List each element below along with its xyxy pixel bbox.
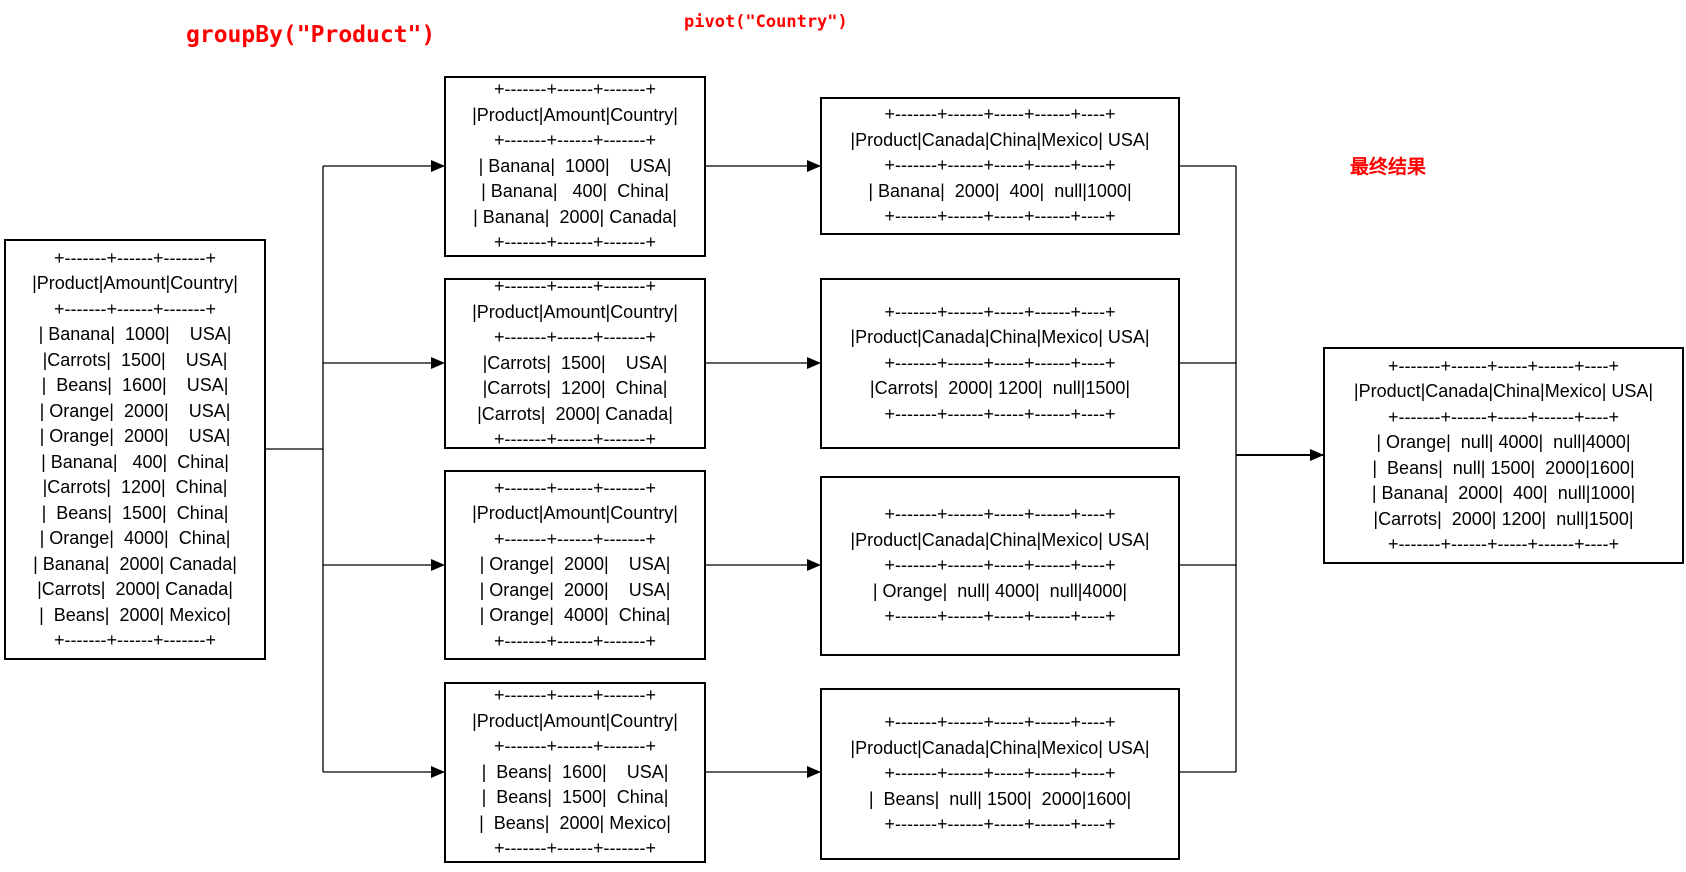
group-table-beans: +-------+------+-------+ |Product|Amount|… [444,682,706,863]
pivot-label: pivot("Country") [684,12,848,32]
table-line: | Banana| 2000| 400| null|1000| [868,180,1132,201]
table-line: +-------+------+-------+ [494,232,656,253]
table-line: +-------+------+-----+------+----+ [884,155,1116,176]
table-line: +-------+------+-------+ [494,276,656,297]
table-line: +-------+------+-------+ [494,685,656,706]
table-line: | Banana| 2000| Canada| [473,206,677,227]
table-line: +-------+------+-------+ [494,327,656,348]
table-line: | Banana| 2000| Canada| [33,553,237,574]
table-line: | Beans| null| 1500| 2000|1600| [868,788,1132,809]
table-line: |Carrots| 2000| 1200| null|1500| [869,378,1131,399]
table-line: |Product|Amount|Country| [472,301,678,322]
table-line: |Carrots| 1200| China| [42,477,228,497]
table-line: +-------+------+-------+ [494,79,656,100]
table-line: | Banana| 1000| USA| [478,155,672,176]
table-line: +-------+------+-----+------+----+ [1388,406,1619,427]
table-line: |Product|Amount|Country| [472,710,678,731]
table-line: | Banana| 400| China| [41,451,229,472]
table-line: |Carrots| 1200| China| [482,378,668,399]
table-line: +-------+------+-----+------+----+ [884,712,1116,733]
table-line: | Orange| null| 4000| null|4000| [872,580,1128,601]
table-line: +-------+------+-----+------+----+ [884,555,1116,576]
table-line: |Product|Amount|Country| [472,503,678,524]
table-line: +-------+------+-----+------+----+ [884,352,1116,373]
table-line: +-------+------+-------+ [54,298,216,319]
table-line: +-------+------+-----+------+----+ [884,104,1116,125]
pivot-table-carrots: +-------+------+-----+------+----+ |Produ… [820,278,1180,449]
table-line: |Carrots| 1500| USA| [482,352,668,373]
table-line: | Beans| 1600| USA| [41,375,229,395]
table-line: +-------+------+-------+ [494,838,656,859]
table-line: +-------+------+-----+------+----+ [884,403,1116,424]
group-by-label: groupBy("Product") [186,22,436,48]
table-line: +-------+------+-------+ [494,630,656,651]
table-line: +-------+------+-------+ [54,630,216,650]
table-line: +-------+------+-----+------+----+ [884,301,1116,322]
pivot-table-orange: +-------+------+-----+------+----+ |Produ… [820,476,1180,656]
table-line: +-------+------+-------+ [54,247,216,268]
table-line: |Product|Canada|China|Mexico| USA| [850,529,1150,550]
table-line: +-------+------+-----+------+----+ [1388,355,1619,376]
table-line: |Product|Canada|China|Mexico| USA| [850,737,1150,758]
table-line: | Banana| 2000| 400| null|1000| [1371,483,1636,503]
table-line: | Beans| 1600| USA| [481,761,669,782]
table-line: +-------+------+-----+------+----+ [884,763,1116,784]
table-line: |Carrots| 2000| Canada| [477,403,673,424]
table-line: |Product|Amount|Country| [32,273,238,293]
table-line: | Banana| 400| China| [481,181,669,202]
table-line: | Beans| 2000| Mexico| [39,604,231,625]
table-line: +-------+------+-------+ [494,477,656,498]
result-table: +-------+------+-----+------+----+ |Produ… [1323,347,1684,564]
group-table-orange: +-------+------+-------+ |Product|Amount|… [444,470,706,660]
table-line: |Carrots| 2000| Canada| [37,579,233,599]
table-line: +-------+------+-----+------+----+ [884,206,1116,227]
table-line: | Orange| 2000| USA| [479,554,671,575]
table-line: |Product|Canada|China|Mexico| USA| [850,129,1150,150]
table-line: +-------+------+-------+ [494,429,656,450]
table-line: |Carrots| 2000| 1200| null|1500| [1373,508,1634,529]
table-line: | Orange| 4000| China| [479,605,671,626]
table-line: |Product|Amount|Country| [472,104,678,125]
table-line: |Product|Canada|China|Mexico| USA| [850,327,1150,348]
final-result-label: 最终结果 [1350,156,1427,178]
table-line: | Beans| 2000| Mexico| [479,812,671,833]
table-line: +-------+------+-------+ [494,736,656,757]
table-line: |Carrots| 1500| USA| [42,349,228,370]
table-line: |Product|Canada|China|Mexico| USA| [1353,381,1654,401]
group-table-carrots: +-------+------+-------+ |Product|Amount|… [444,276,706,449]
table-line: | Orange| null| 4000| null|4000| [1376,432,1631,452]
table-line: +-------+------+-------+ [494,130,656,151]
table-line: +-------+------+-----+------+----+ [884,504,1116,525]
table-line: | Banana| 1000| USA| [38,324,232,344]
table-line: +-------+------+-----+------+----+ [1388,534,1619,554]
table-line: | Beans| 1500| China| [41,502,229,523]
pivot-table-beans: +-------+------+-----+------+----+ |Produ… [820,688,1180,860]
table-line: | Beans| 1500| China| [481,787,669,808]
table-line: | Orange| 4000| China| [39,528,231,548]
table-line: | Orange| 2000| USA| [39,400,231,421]
pivot-table-banana: +-------+------+-----+------+----+ |Produ… [820,97,1180,235]
table-line: | Orange| 2000| USA| [39,426,231,446]
table-line: +-------+------+-----+------+----+ [884,606,1116,627]
table-line: +-------+------+-----+------+----+ [884,814,1116,835]
table-line: | Orange| 2000| USA| [479,579,671,600]
group-table-banana: +-------+------+-------+ |Product|Amount|… [444,76,706,257]
table-line: +-------+------+-------+ [494,528,656,549]
table-line: | Beans| null| 1500| 2000|1600| [1372,457,1635,478]
source-table: +-------+------+-------+ |Product|Amount|… [4,239,266,660]
